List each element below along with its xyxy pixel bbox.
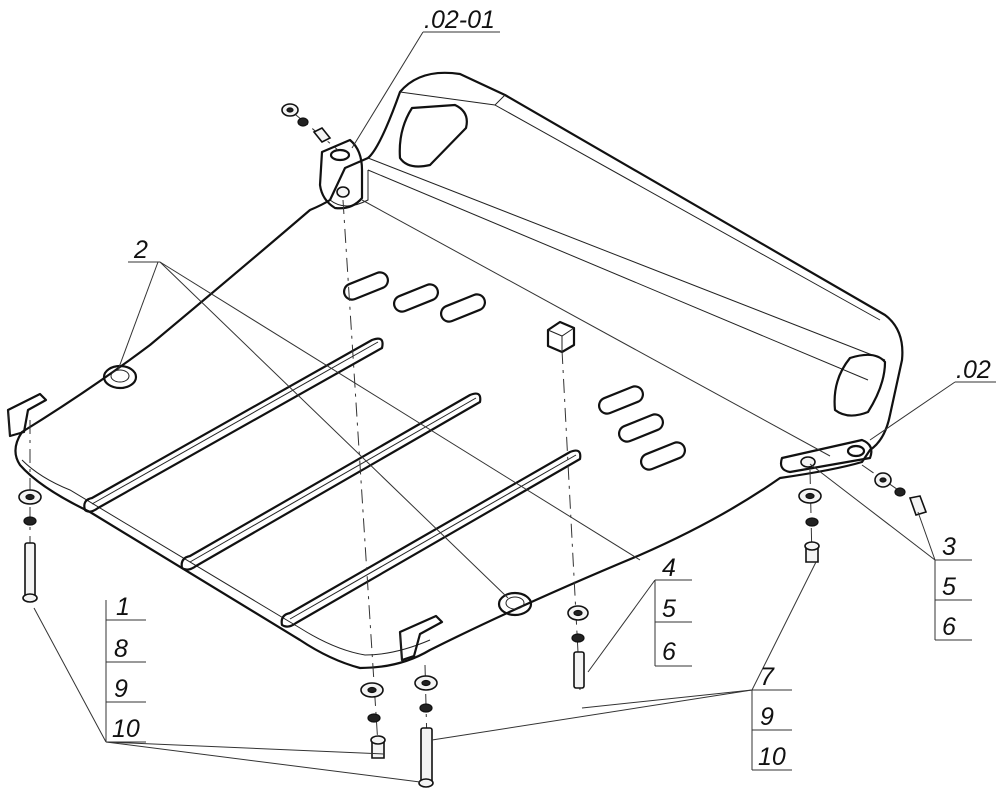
center-fastener-stack [567,605,589,689]
vent-slots [342,271,687,471]
rear-left-cutout [398,103,468,168]
skid-plate [6,71,904,670]
right-fastener-set [874,472,928,516]
skid-plate-outline [14,71,904,670]
callout-right-bolt: 3 [942,533,956,561]
leader-lines [33,31,996,783]
left-fastener-stack [18,489,42,603]
assembly-axis-lines [29,109,921,786]
callout-left-washer: 8 [114,635,128,663]
callout-left-bolt: 1 [116,593,130,621]
callout-plate: 2 [133,236,148,264]
top-fastener-set [281,103,332,144]
rear-right-cutout [833,353,887,417]
callout-assembly-right: .02 [956,356,991,384]
bottom-left-fastener-stack [360,682,386,759]
callout-right-bolt-washer: 5 [942,573,956,601]
top-bracket [318,138,364,210]
callout-labels: .02-01 2 .02 3 5 6 4 5 6 1 8 9 10 7 9 10 [112,6,991,771]
bottom-long-bolt-stack [414,675,438,788]
right-fastener-stack [798,488,822,563]
stiffening-ribs [83,337,582,628]
callout-assembly-top: .02-01 [424,6,495,34]
bottom-tab [398,614,444,662]
callout-right-bolt-nut: 6 [942,613,956,641]
callout-center-washer: 5 [662,595,676,623]
callout-right-stud-nut: 9 [760,703,774,731]
callout-left-nut: 9 [114,675,128,703]
left-tab [6,392,48,438]
callout-center-nut: 6 [662,638,676,666]
callout-center-bolt: 4 [662,554,676,582]
callout-right-stud: 7 [760,663,775,691]
callout-left-spring: 10 [112,715,140,743]
right-bracket [779,438,873,474]
callout-right-stud-spring: 10 [758,743,786,771]
callout-shelves [106,559,972,771]
spacer-cube [546,320,576,354]
